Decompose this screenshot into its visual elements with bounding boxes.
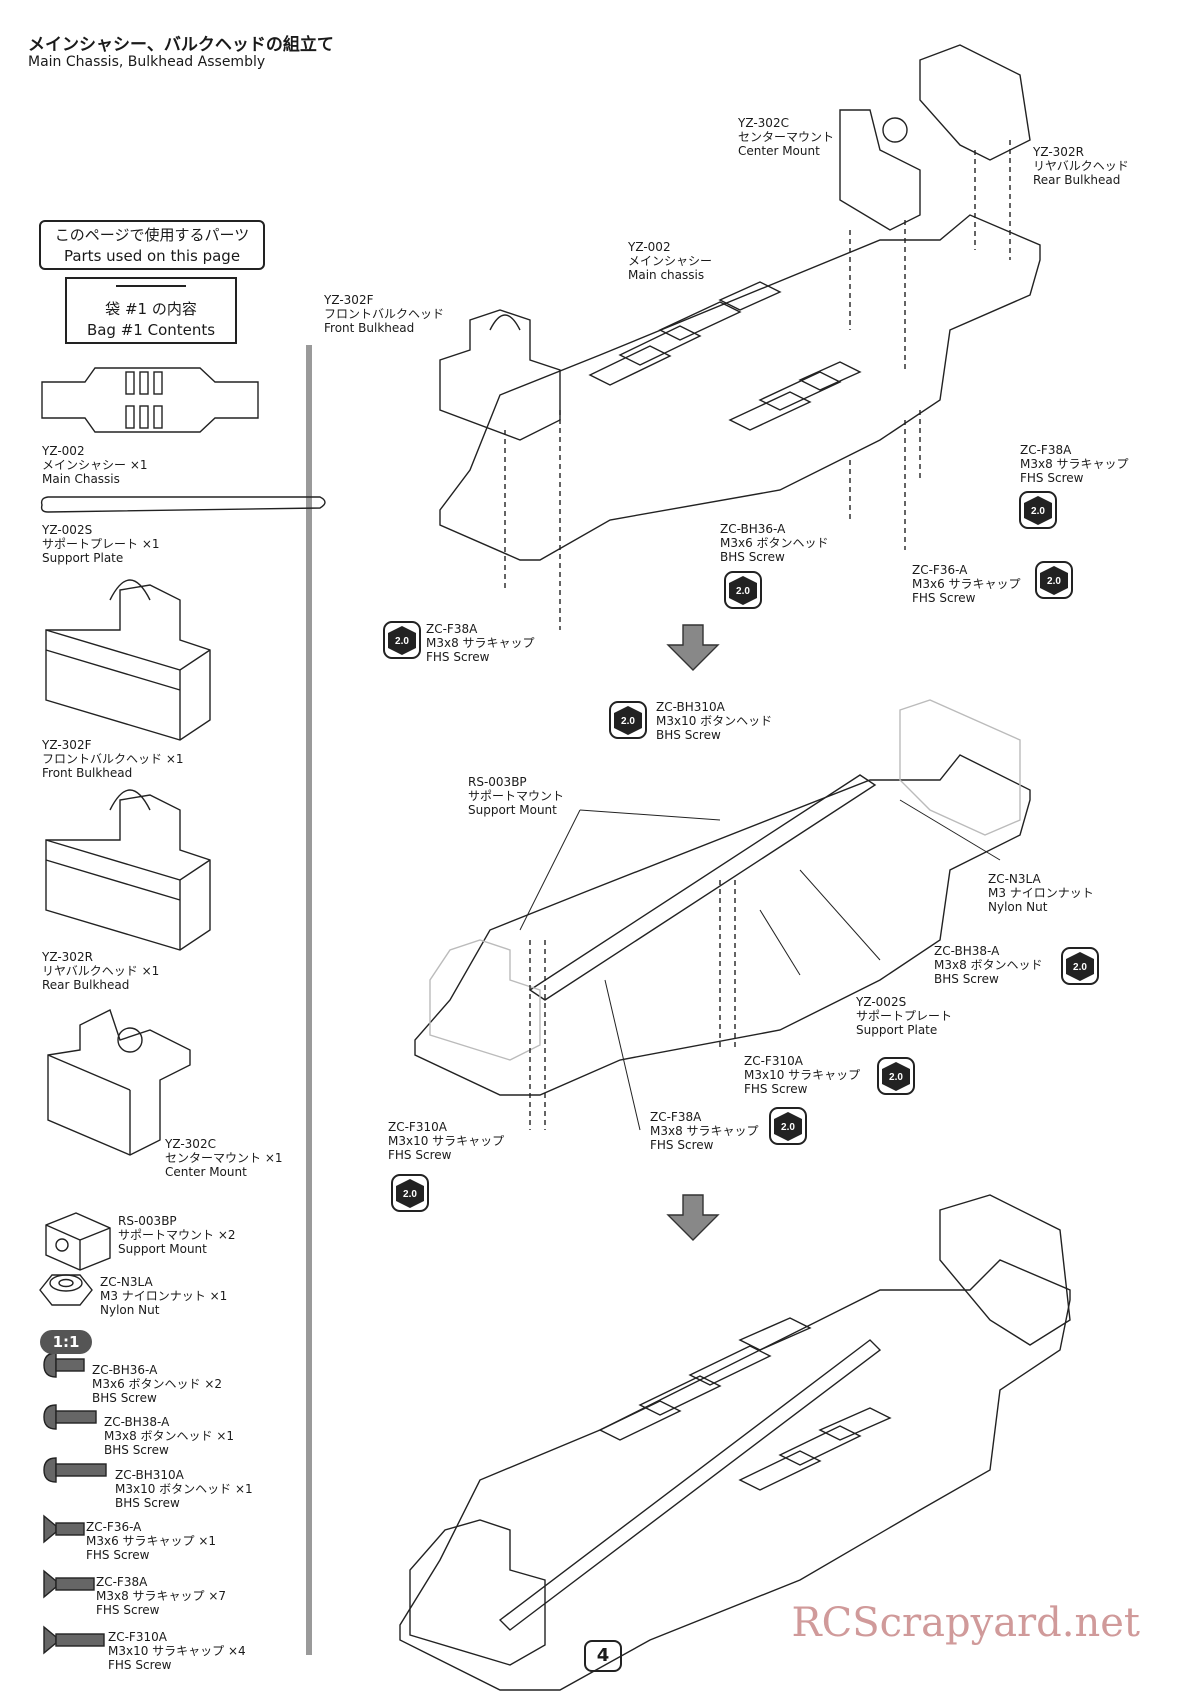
parts-used-en: Parts used on this page	[63, 247, 241, 265]
bag-divider	[116, 285, 186, 293]
center-mount-thumbnail	[47, 1009, 191, 1156]
torque-badge-values: 2.0 2.0 2.0 2.0 2.0 2.0 2.0 2.0 2.0	[395, 506, 1087, 1200]
torque-value: 2.0	[395, 636, 409, 647]
step1-chassis	[439, 214, 1041, 561]
torque-value: 2.0	[1031, 506, 1045, 517]
support-mount-thumbnail	[45, 1212, 111, 1271]
watermark: RCScrapyard.net	[791, 1600, 1141, 1646]
bag-contents-en: Bag #1 Contents	[86, 321, 216, 339]
step1-front-bulkhead	[439, 309, 561, 441]
page-title-en: Main Chassis, Bulkhead Assembly	[28, 54, 266, 70]
step-arrow-2	[666, 1194, 720, 1241]
torque-value: 2.0	[1047, 576, 1061, 587]
step-arrow-1	[666, 624, 720, 671]
page-title-jp: メインシャシー、バルクヘッドの組立て	[28, 35, 334, 55]
bag-contents-box: 袋 #1 の内容 Bag #1 Contents	[65, 277, 237, 344]
torque-value: 2.0	[403, 1189, 417, 1200]
torque-value: 2.0	[781, 1122, 795, 1133]
parts-used-box: このページで使用するパーツ Parts used on this page	[39, 220, 265, 270]
page-number: 4	[584, 1640, 622, 1672]
bag-contents-jp: 袋 #1 の内容	[105, 300, 197, 318]
front-bulkhead-thumbnail	[45, 579, 211, 741]
step3-chassis	[399, 1194, 1071, 1691]
torque-value: 2.0	[621, 716, 635, 727]
torque-value: 2.0	[736, 586, 750, 597]
step2-chassis	[414, 699, 1031, 1096]
screw-thumbnails	[43, 1352, 107, 1655]
step2-leaders	[519, 799, 1001, 1131]
torque-value: 2.0	[889, 1072, 903, 1083]
rear-bulkhead-thumbnail	[45, 789, 211, 951]
nylon-nut-thumbnail	[39, 1274, 93, 1306]
torque-badge-hex	[388, 496, 1094, 1208]
step2-guide-lines	[529, 880, 736, 1130]
scale-badge: 1:1	[40, 1330, 92, 1354]
step1-rear-parts	[839, 44, 1031, 231]
parts-used-jp: このページで使用するパーツ	[54, 226, 250, 244]
chassis-thumbnail	[41, 367, 259, 433]
support-plate-thumbnail	[40, 496, 326, 513]
step1-guide-lines	[504, 140, 1011, 630]
torque-value: 2.0	[1073, 962, 1087, 973]
column-divider	[306, 345, 312, 1655]
